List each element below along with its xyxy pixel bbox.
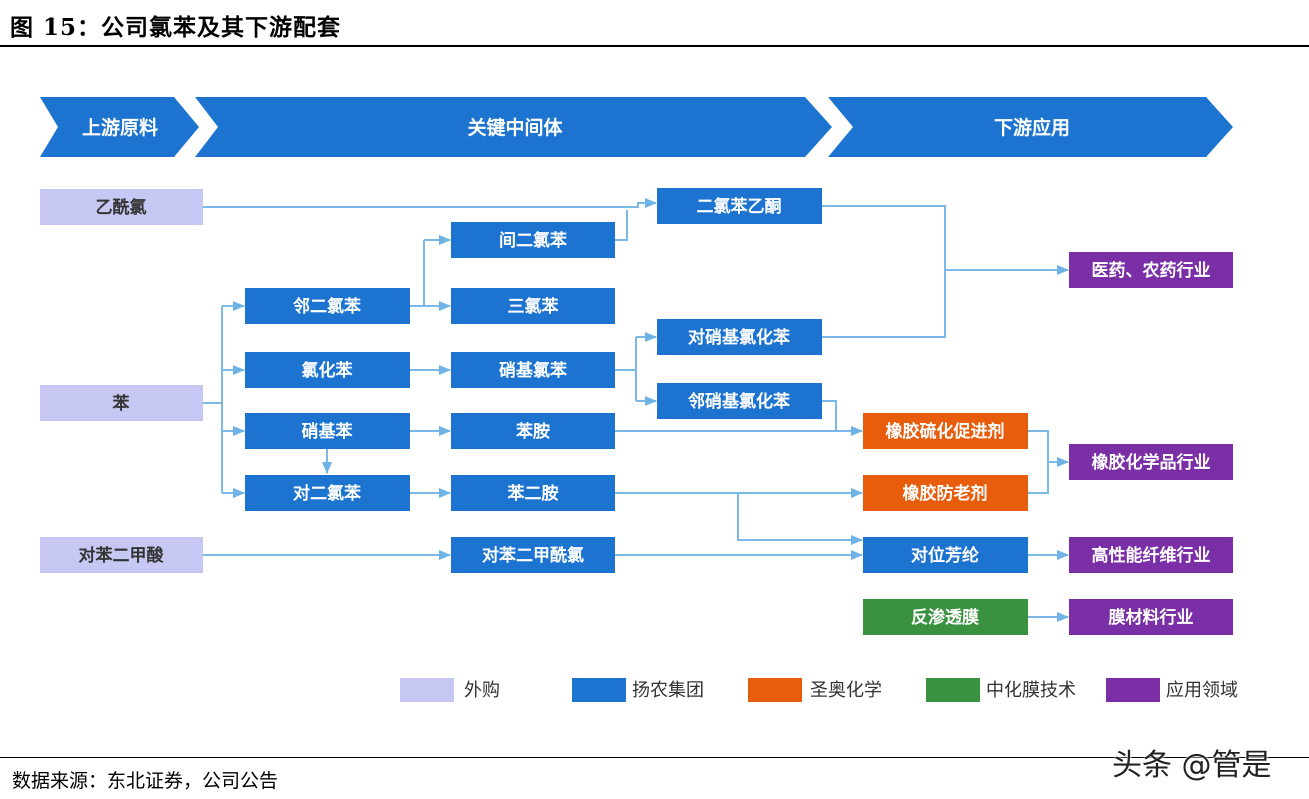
connector-to-rubber-chem (1028, 430, 1068, 494)
source-note: 数据来源：东北证券，公司公告 (12, 770, 279, 792)
node-dcap: 二氯苯乙酮 (657, 188, 822, 224)
stage-intermediate-label: 关键中间体 (467, 116, 563, 139)
node-ppd: 苯二胺 (451, 475, 615, 511)
node-pncb: 对硝基氯化苯 (657, 319, 822, 355)
node-label: 硝基苯 (302, 421, 353, 442)
legend-swatch (926, 678, 980, 702)
legend-label: 中化膜技术 (986, 680, 1076, 701)
chevron-shape (40, 97, 199, 157)
node-nitrochlorobenzene: 硝基氯苯 (451, 352, 615, 388)
legend-item-external: 外购 (400, 678, 500, 702)
node-label: 硝基氯苯 (499, 360, 567, 381)
figure-title: 图 15：公司氯苯及其下游配套 (10, 14, 342, 41)
stage-chevron-intermediate: 关键中间体 (195, 97, 832, 157)
node-label: 邻二氯苯 (293, 296, 361, 317)
watermark: 头条 @管是 (1112, 748, 1272, 783)
bottom-rule (0, 757, 1309, 758)
legend-label: 扬农集团 (632, 680, 704, 701)
chevron-shape (195, 97, 832, 157)
stage-chevron-upstream: 上游原料 (40, 97, 199, 157)
node-label: 对苯二甲酸 (79, 545, 165, 566)
node-ro-membrane: 反渗透膜 (863, 599, 1028, 635)
connector-ppd-to-aramid (737, 493, 863, 545)
node-rubber-chem: 橡胶化学品行业 (1069, 444, 1233, 480)
node-benzene: 苯 (40, 385, 203, 421)
connector-m-dcb-to-dcap (615, 210, 628, 241)
legend-swatch (572, 678, 626, 702)
node-antioxidant: 橡胶防老剂 (863, 475, 1028, 511)
stage-chevron-downstream: 下游应用 (828, 97, 1233, 157)
node-label: 对苯二甲酰氯 (482, 545, 584, 566)
connector-ncb-to-pncb (615, 337, 656, 401)
node-label: 苯二胺 (507, 483, 559, 504)
node-label: 橡胶化学品行业 (1092, 452, 1211, 473)
connector-benzene-trunk (203, 306, 223, 493)
connector-to-pharma (822, 205, 1068, 338)
node-terephthalic-acid: 对苯二甲酸 (40, 537, 203, 573)
node-chlorobenzene: 氯化苯 (245, 352, 410, 388)
legend-swatch (748, 678, 802, 702)
node-label: 对硝基氯化苯 (688, 327, 790, 348)
node-tpc: 对苯二甲酰氯 (451, 537, 615, 573)
node-label: 高性能纤维行业 (1092, 545, 1211, 566)
top-rule (0, 45, 1309, 47)
connector-acetyl-to-dcap (203, 198, 657, 208)
node-label: 对位芳纶 (911, 545, 979, 566)
node-label: 邻硝基氯化苯 (688, 391, 790, 412)
node-vulc-accelerator: 橡胶硫化促进剂 (863, 413, 1028, 449)
node-label: 乙酰氯 (96, 197, 147, 218)
node-tcb: 三氯苯 (451, 288, 615, 324)
stage-downstream-label: 下游应用 (994, 116, 1070, 139)
node-hp-fiber: 高性能纤维行业 (1069, 537, 1233, 573)
node-aniline: 苯胺 (451, 413, 615, 449)
connector-oncb-to-vulc (822, 400, 837, 431)
legend-item-zhonghua: 中化膜技术 (926, 678, 1076, 702)
node-label: 橡胶防老剂 (903, 483, 988, 504)
node-oncb: 邻硝基氯化苯 (657, 383, 822, 419)
node-label: 反渗透膜 (911, 607, 979, 628)
node-membrane-industry: 膜材料行业 (1069, 599, 1233, 635)
chevron-shape (828, 97, 1233, 157)
node-m-dcb: 间二氯苯 (451, 222, 615, 258)
legend: 外购 扬农集团 圣奥化学 中化膜技术 应用领域 (400, 678, 1238, 702)
node-label: 三氯苯 (508, 296, 559, 317)
node-label: 对二氯苯 (293, 483, 361, 504)
legend-item-application: 应用领域 (1106, 678, 1238, 702)
legend-item-shengao: 圣奥化学 (748, 678, 882, 702)
node-label: 苯胺 (515, 421, 550, 442)
node-label: 苯 (112, 393, 130, 414)
legend-swatch (1106, 678, 1160, 702)
legend-swatch (400, 678, 454, 702)
node-nitrobenzene: 硝基苯 (245, 413, 410, 449)
node-p-dcb: 对二氯苯 (245, 475, 410, 511)
node-aramid: 对位芳纶 (863, 537, 1028, 573)
node-acetyl-chloride: 乙酰氯 (40, 189, 203, 225)
legend-label: 应用领域 (1166, 680, 1238, 701)
connectors (203, 198, 1068, 622)
node-label: 橡胶硫化促进剂 (886, 421, 1005, 442)
node-pharma-agro: 医药、农药行业 (1069, 252, 1233, 288)
node-label: 间二氯苯 (499, 230, 567, 251)
node-label: 膜材料行业 (1109, 607, 1194, 628)
legend-label: 外购 (464, 680, 500, 701)
node-label: 二氯苯乙酮 (697, 196, 782, 217)
connector-o-dcb-to-m-dcb (410, 240, 450, 307)
legend-label: 圣奥化学 (810, 680, 882, 701)
node-label: 氯化苯 (302, 360, 353, 381)
node-label: 医药、农药行业 (1092, 260, 1211, 281)
legend-item-yangnong: 扬农集团 (572, 678, 704, 702)
stage-upstream-label: 上游原料 (82, 116, 158, 139)
node-o-dcb: 邻二氯苯 (245, 288, 410, 324)
